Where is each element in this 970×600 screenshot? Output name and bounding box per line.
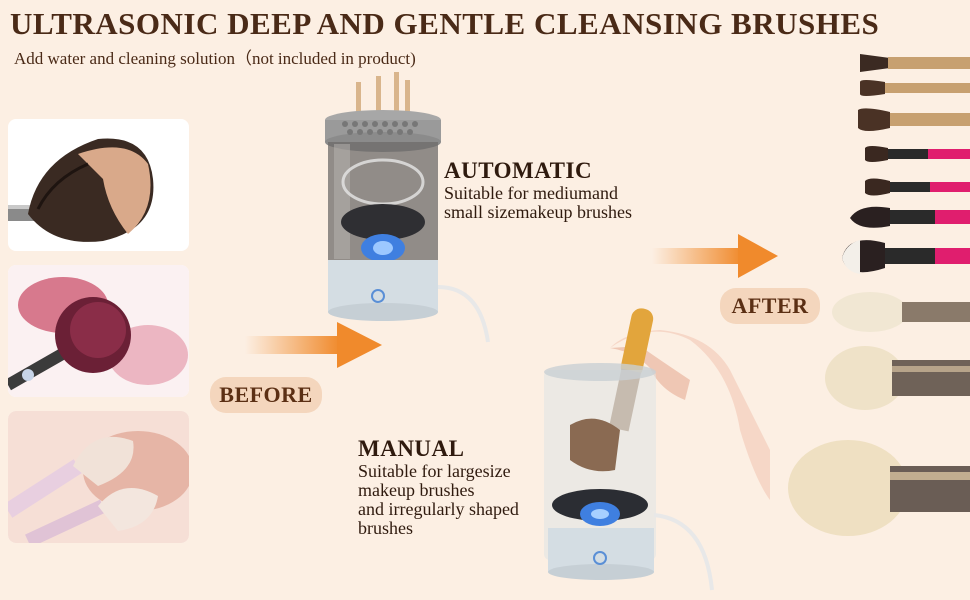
before-label: BEFORE [210, 377, 322, 413]
arrow-right-icon [245, 322, 382, 368]
automatic-description-line: small sizemakeup brushes [444, 202, 632, 222]
clean-brush [788, 440, 970, 536]
clean-brushes-group [788, 54, 970, 536]
automatic-description-line: Suitable for mediumand [444, 183, 618, 203]
dirty-powder-brush-image [8, 138, 154, 242]
thumbnail-dirty-foundation-brushes [8, 411, 189, 543]
dirty-blush-brush-image [8, 265, 189, 397]
clean-brush [860, 80, 970, 96]
clean-brush [865, 146, 970, 162]
page-subtitle: Add water and cleaning solution（not incl… [14, 49, 416, 68]
thumbnail-dirty-powder-brush [8, 119, 189, 251]
manual-description: Suitable for largesize makeup brushes an… [358, 462, 519, 538]
manual-cleaner-device [544, 308, 770, 591]
manual-description-line: makeup brushes [358, 480, 475, 500]
page-title: ULTRASONIC DEEP AND GENTLE CLEANSING BRU… [10, 6, 880, 41]
dirty-foundation-brushes-image [8, 411, 189, 543]
clean-brush [860, 54, 970, 72]
thumbnail-dirty-blush-brush [8, 265, 189, 397]
manual-heading: MANUAL [358, 436, 465, 461]
automatic-heading: AUTOMATIC [444, 158, 593, 183]
automatic-description: Suitable for mediumand small sizemakeup … [444, 184, 632, 222]
after-label: AFTER [720, 288, 820, 324]
arrow-right-icon [652, 234, 778, 278]
clean-brush [842, 240, 970, 274]
automatic-cleaner-device [325, 72, 490, 343]
manual-description-line: and irregularly shaped [358, 499, 519, 519]
clean-brush [832, 292, 970, 332]
manual-description-line: Suitable for largesize [358, 461, 511, 481]
clean-brush [825, 346, 970, 410]
clean-brush [850, 206, 970, 228]
clean-brush [858, 108, 970, 131]
clean-brush [865, 178, 970, 196]
manual-description-line: brushes [358, 518, 413, 538]
